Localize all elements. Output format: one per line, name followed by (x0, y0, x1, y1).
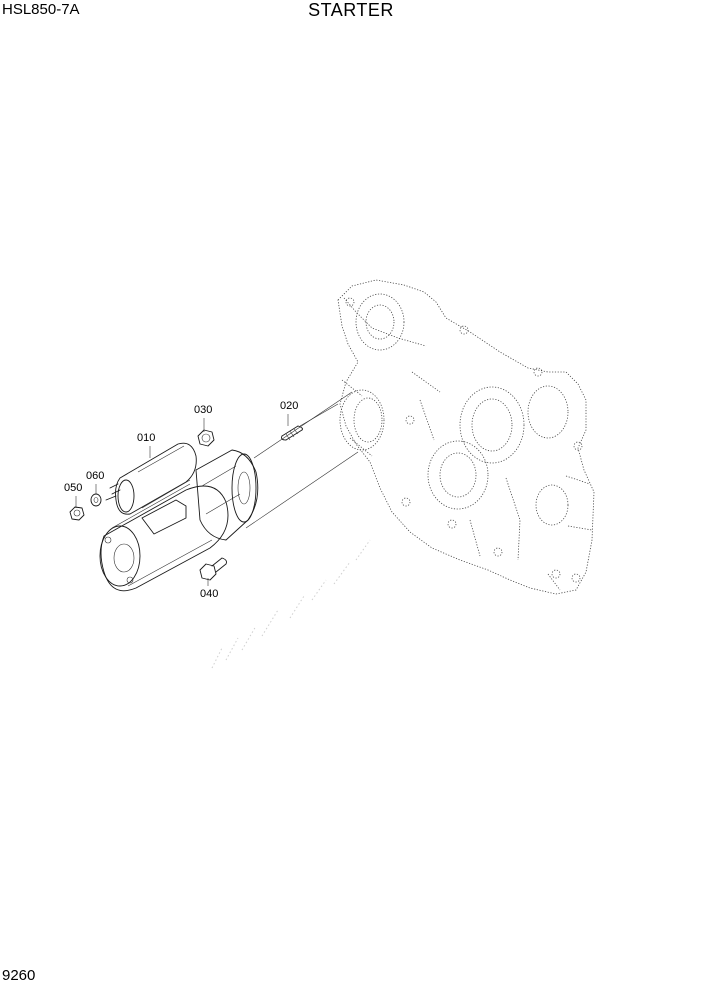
callout-020: 020 (280, 400, 299, 412)
page-number: 9260 (2, 967, 36, 984)
page-title: STARTER (308, 0, 394, 20)
starter-motor-010 (99, 442, 259, 592)
bolt-040 (199, 557, 227, 581)
stud-bolt-020 (281, 425, 303, 441)
callout-050: 050 (64, 482, 83, 494)
assembly-lines (245, 391, 359, 529)
watermark (211, 539, 371, 669)
callout-010: 010 (137, 432, 156, 444)
gear-case-housing (337, 279, 595, 595)
callout-040: 040 (200, 588, 219, 600)
nut-050 (69, 506, 85, 521)
callout-030: 030 (194, 404, 213, 416)
model-label: HSL850-7A (2, 1, 80, 18)
callout-060: 060 (86, 470, 105, 482)
